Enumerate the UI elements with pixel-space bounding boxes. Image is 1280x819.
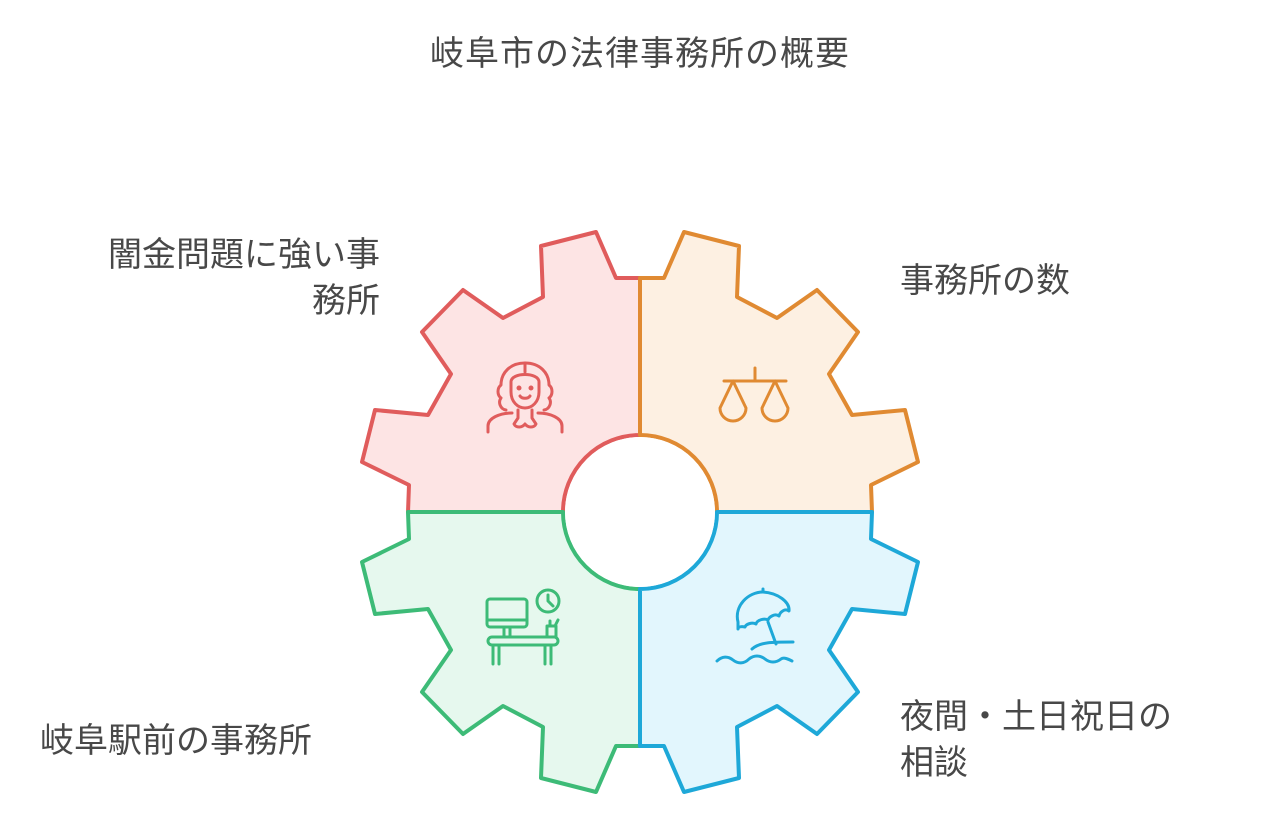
label-top-left-line1: 闇金問題に強い事 xyxy=(108,235,380,275)
office-desk-clock-icon xyxy=(485,588,561,666)
label-bottom-left: 岐阜駅前の事務所 xyxy=(40,721,312,761)
beach-umbrella-icon xyxy=(715,587,795,665)
label-top-right: 事務所の数 xyxy=(900,261,1070,301)
segment-bottom-left[interactable] xyxy=(360,510,642,794)
label-top-left-line2: 務所 xyxy=(312,281,380,321)
segment-top-left[interactable] xyxy=(360,230,642,514)
segment-top-right[interactable] xyxy=(638,230,920,514)
segment-bottom-right[interactable] xyxy=(638,510,920,794)
label-bottom-right: 夜間・土日祝日の 相談 xyxy=(900,694,1240,786)
judge-person-icon xyxy=(486,361,564,434)
center-hole xyxy=(565,437,715,587)
label-bottom-right-line2: 相談 xyxy=(900,743,968,783)
label-bottom-right-line1: 夜間・土日祝日の xyxy=(900,697,1172,737)
balance-scale-icon xyxy=(718,366,790,423)
diagram-title: 岐阜市の法律事務所の概要 xyxy=(430,34,850,74)
label-top-left: 闇金問題に強い事 務所 xyxy=(40,232,380,324)
